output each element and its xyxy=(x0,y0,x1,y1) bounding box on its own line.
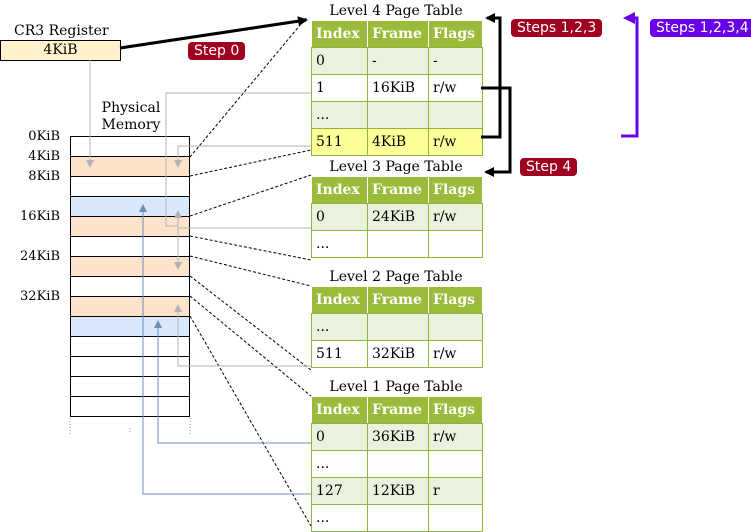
level4-title: Level 4 Page Table xyxy=(329,3,463,19)
cell-index: ... xyxy=(311,230,368,258)
header-flags: Flags xyxy=(428,176,483,204)
entry-link-l4-511 xyxy=(174,145,311,168)
steps-1234-tag: Steps 1,2,3,4 xyxy=(650,19,751,37)
memory-frame-32kib xyxy=(70,297,190,317)
memory-frame-48kib xyxy=(70,377,190,397)
cell-frame xyxy=(367,230,429,258)
steps-1234-arrow xyxy=(621,12,639,138)
cell-flags: r/w xyxy=(428,423,483,451)
table-row: ... xyxy=(311,101,483,129)
physical-memory-title: Physical Memory xyxy=(101,100,161,133)
table-header-row: Index Frame Flags xyxy=(311,286,483,314)
cell-frame: 12KiB xyxy=(367,477,429,505)
cr3-register-box: 4KiB xyxy=(0,40,121,61)
projection-line xyxy=(189,149,312,177)
table-row: 511 4KiB r/w xyxy=(311,128,483,156)
memory-frame-8kib xyxy=(70,177,190,197)
cell-flags: r/w xyxy=(428,340,483,368)
projection-line xyxy=(189,315,312,527)
header-flags: Flags xyxy=(428,20,483,48)
level3-title: Level 3 Page Table xyxy=(329,159,463,175)
level1-title: Level 1 Page Table xyxy=(329,379,463,395)
cell-flags xyxy=(428,313,483,341)
table-row: ... xyxy=(311,230,483,258)
header-frame: Frame xyxy=(367,396,429,424)
step0-tag: Step 0 xyxy=(188,42,246,60)
cr3-to-level4-arrow xyxy=(119,16,308,50)
table-row: 127 12KiB r xyxy=(311,477,483,505)
table-row: ... xyxy=(311,313,483,341)
projection-line xyxy=(189,275,312,371)
header-frame: Frame xyxy=(367,286,429,314)
projection-line xyxy=(189,255,312,287)
cell-frame: 4KiB xyxy=(367,128,429,156)
entry-link-l1-0 xyxy=(154,320,311,444)
physical-memory-block xyxy=(70,136,190,417)
entry-link-l3-0 xyxy=(174,227,311,270)
cell-flags xyxy=(428,450,483,478)
memory-frame-16kib xyxy=(70,217,190,237)
memory-frame-28kib xyxy=(70,277,190,297)
memory-frame-24kib xyxy=(70,257,190,277)
header-index: Index xyxy=(311,396,368,424)
table-row: ... xyxy=(311,450,483,478)
address-label: 0KiB xyxy=(28,129,60,144)
cell-index: ... xyxy=(311,313,368,341)
memory-frame-12kib xyxy=(70,197,190,217)
cell-index: ... xyxy=(311,101,368,129)
cell-frame: 32KiB xyxy=(367,340,429,368)
level2-title: Level 2 Page Table xyxy=(329,269,463,285)
step4-tag: Step 4 xyxy=(520,158,578,176)
address-label: 4KiB xyxy=(28,149,60,164)
cell-frame xyxy=(367,450,429,478)
memory-frame-20kib xyxy=(70,237,190,257)
memory-frame-44kib xyxy=(70,357,190,377)
cell-flags: r/w xyxy=(428,128,483,156)
cell-index: 511 xyxy=(311,340,368,368)
cell-flags xyxy=(428,230,483,258)
cell-index: 127 xyxy=(311,477,368,505)
projection-line xyxy=(189,174,312,217)
level2-page-table: Index Frame Flags ... 511 32KiB r/w xyxy=(311,286,483,368)
level4-page-table: Index Frame Flags 0 - - 1 16KiB r/w ... … xyxy=(311,20,483,156)
steps-123-arrow xyxy=(481,13,502,139)
table-row: 1 16KiB r/w xyxy=(311,74,483,102)
cell-index: 0 xyxy=(311,47,368,75)
cell-frame: 16KiB xyxy=(367,74,429,102)
cr3-title: CR3 Register xyxy=(14,23,109,39)
projection-line xyxy=(189,295,312,397)
cell-frame: 24KiB xyxy=(367,203,429,231)
steps-123-tag: Steps 1,2,3 xyxy=(511,19,603,37)
memory-frame-40kib xyxy=(70,337,190,357)
level3-page-table: Index Frame Flags 0 24KiB r/w ... xyxy=(311,176,483,258)
entry-link-l2-511 xyxy=(174,304,311,367)
table-row: 0 24KiB r/w xyxy=(311,203,483,231)
cell-frame xyxy=(367,504,429,532)
cell-index: ... xyxy=(311,450,368,478)
address-label: 16KiB xyxy=(20,209,60,224)
header-index: Index xyxy=(311,286,368,314)
header-index: Index xyxy=(311,20,368,48)
cell-index: 1 xyxy=(311,74,368,102)
memory-frame-52kib xyxy=(70,397,190,417)
header-frame: Frame xyxy=(367,20,429,48)
table-header-row: Index Frame Flags xyxy=(311,20,483,48)
cell-index: 0 xyxy=(311,203,368,231)
address-label: 24KiB xyxy=(20,249,60,264)
address-label: 32KiB xyxy=(20,289,60,304)
table-row: 511 32KiB r/w xyxy=(311,340,483,368)
entry-link-l4-1 xyxy=(165,92,311,227)
address-label: 8KiB xyxy=(28,169,60,184)
cell-frame xyxy=(367,313,429,341)
cell-flags xyxy=(428,101,483,129)
projection-line xyxy=(189,17,307,158)
memory-frame-4kib xyxy=(70,157,190,177)
cell-flags: r xyxy=(428,477,483,505)
cell-flags: r/w xyxy=(428,74,483,102)
cell-flags: r/w xyxy=(428,203,483,231)
entry-link-l1-127 xyxy=(139,204,311,495)
step4-arrow xyxy=(481,86,512,177)
projection-line xyxy=(189,235,312,261)
